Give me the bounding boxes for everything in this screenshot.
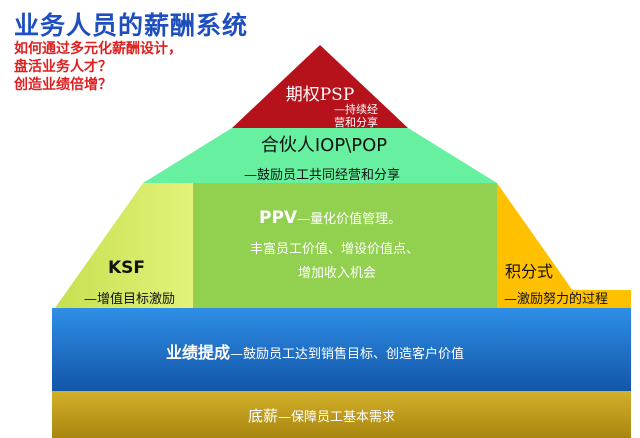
ksf-name: KSF bbox=[108, 258, 146, 278]
performance-label: 业绩提成—鼓励员工达到销售目标、创造客户价值 bbox=[166, 339, 464, 363]
psp-desc-line2: 营和分享 bbox=[334, 116, 378, 129]
psp-desc-line1: —持续经 bbox=[334, 103, 378, 116]
ksf-tier bbox=[55, 183, 193, 308]
page-title: 业务人员的薪酬系统 bbox=[14, 11, 249, 40]
ppv-heading: PPV—量化价值管理。 bbox=[259, 208, 401, 228]
subtitle-line-3: 创造业绩倍增？ bbox=[14, 77, 112, 93]
ksf-desc: —增值目标激励 bbox=[84, 292, 176, 307]
ppv-tier bbox=[193, 183, 497, 308]
performance-name: 业绩提成 bbox=[166, 343, 231, 362]
points-tier bbox=[497, 183, 585, 308]
base-desc: —保障员工基本需求 bbox=[278, 410, 396, 425]
base-name: 底薪 bbox=[248, 407, 279, 425]
ppv-line2: 丰富员工价值、增设价值点、 bbox=[250, 242, 420, 257]
iop-tier bbox=[143, 128, 497, 183]
base-label: 底薪—保障员工基本需求 bbox=[248, 405, 395, 426]
psp-tier bbox=[232, 45, 408, 128]
points-name: 积分式 bbox=[505, 262, 554, 281]
iop-desc: —鼓励员工共同经营和分享 bbox=[243, 168, 401, 183]
performance-desc: —鼓励员工达到销售目标、创造客户价值 bbox=[230, 347, 465, 362]
iop-name: 合伙人IOP\POP bbox=[260, 135, 388, 156]
ppv-name: PPV bbox=[259, 208, 298, 228]
points-desc: —激励努力的过程 bbox=[504, 292, 609, 307]
points-edge bbox=[585, 290, 631, 308]
psp-name: 期权PSP bbox=[285, 85, 355, 105]
ppv-desc: —量化价值管理。 bbox=[297, 212, 402, 227]
subtitle-line-1: 如何通过多元化薪酬设计， bbox=[14, 41, 182, 57]
subtitle-line-2: 盘活业务人才？ bbox=[14, 59, 112, 75]
performance-tier bbox=[52, 308, 631, 391]
ppv-line3: 增加收入机会 bbox=[298, 266, 377, 281]
base-tier bbox=[52, 391, 631, 438]
